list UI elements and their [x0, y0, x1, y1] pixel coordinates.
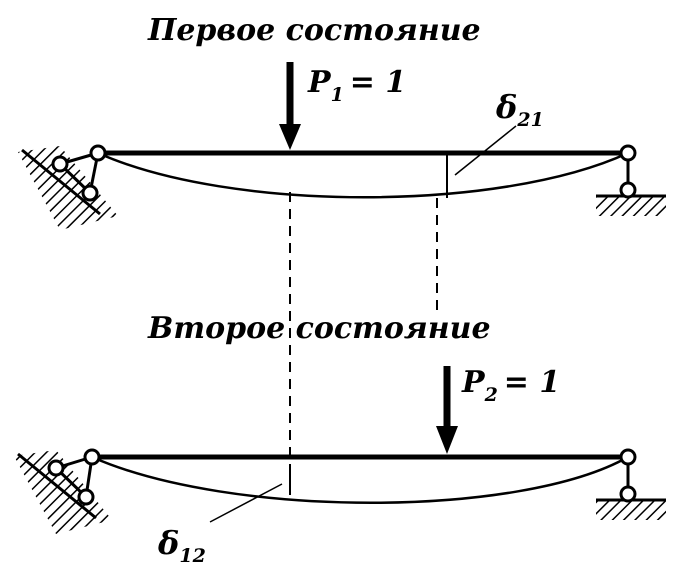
deflection-curve-2 [91, 455, 629, 504]
right-support-1 [596, 144, 666, 216]
delta21-leader [454, 125, 517, 176]
load-arrow-p2 [436, 366, 458, 454]
deflection-curve-1 [97, 151, 629, 199]
state-2-title: Второе состояние [147, 311, 491, 346]
delta21-label: δ21 [495, 88, 544, 131]
state-1-title: Первое состояние [147, 13, 481, 48]
load-arrow-p1 [279, 62, 301, 150]
load-label-p2: P2= 1 [461, 365, 560, 406]
state-1: Первое состояние P1= 1 δ21 [18, 13, 666, 230]
delta12-label: δ12 [157, 524, 206, 567]
load-label-p1: P1= 1 [307, 65, 406, 106]
delta12-leader [209, 483, 283, 523]
left-support-1 [18, 144, 118, 230]
state-2: Второе состояние P2= 1 δ12 [14, 311, 666, 567]
left-support-2 [14, 448, 112, 534]
right-support-2 [596, 448, 666, 520]
